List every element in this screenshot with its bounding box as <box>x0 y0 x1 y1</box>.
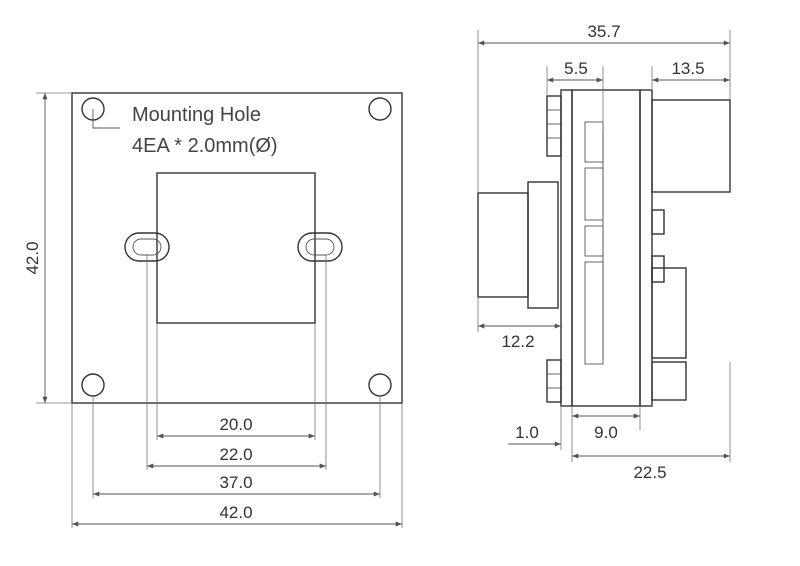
board-connector-3 <box>584 225 604 257</box>
dim-12-2: 12.2 <box>501 332 534 351</box>
top-connector <box>546 95 562 157</box>
mounting-hole-bottom-right <box>368 373 392 397</box>
front-view: Mounting Hole 4EA * 2.0mm(Ø) 20.0 2 <box>23 92 403 528</box>
lens-mount <box>527 181 559 309</box>
board-connector-2 <box>584 167 604 221</box>
dim-37-0: 37.0 <box>219 473 252 492</box>
dim-5-5: 5.5 <box>564 59 588 78</box>
dim-13-5: 13.5 <box>671 59 704 78</box>
dim-42-0-width: 42.0 <box>219 503 252 522</box>
pcb-rear <box>639 89 653 407</box>
rear-module-top <box>651 99 731 193</box>
dim-22-5: 22.5 <box>633 463 666 482</box>
rear-module-bottom <box>651 361 687 401</box>
rear-module-mid <box>651 267 687 359</box>
board-outline <box>71 92 403 404</box>
rear-component-small-2 <box>651 255 665 283</box>
lens-barrel <box>477 192 529 298</box>
side-view: 35.7 5.5 13.5 12.2 1.0 9.0 22.5 <box>477 22 731 482</box>
dim-35-7: 35.7 <box>587 22 620 41</box>
mounting-hole-bottom-left <box>81 373 105 397</box>
dim-1-0: 1.0 <box>515 423 539 442</box>
note-leader <box>92 109 120 129</box>
board-connector-1 <box>584 121 604 163</box>
note-mounting-hole: Mounting Hole <box>132 104 261 126</box>
dim-22-0: 22.0 <box>219 445 252 464</box>
dim-9-0: 9.0 <box>594 423 618 442</box>
slot-right <box>297 232 343 262</box>
board-connector-4 <box>584 261 604 365</box>
sensor-window <box>156 172 316 324</box>
bottom-connector <box>546 359 562 403</box>
pcb-body <box>571 89 641 407</box>
dim-42-0-height: 42.0 <box>23 241 42 274</box>
note-hole-spec: 4EA * 2.0mm(Ø) <box>132 135 278 157</box>
rear-component-small-1 <box>651 209 665 235</box>
dim-20-0: 20.0 <box>219 415 252 434</box>
pcb-front <box>560 89 573 407</box>
mounting-hole-top-right <box>368 97 392 121</box>
